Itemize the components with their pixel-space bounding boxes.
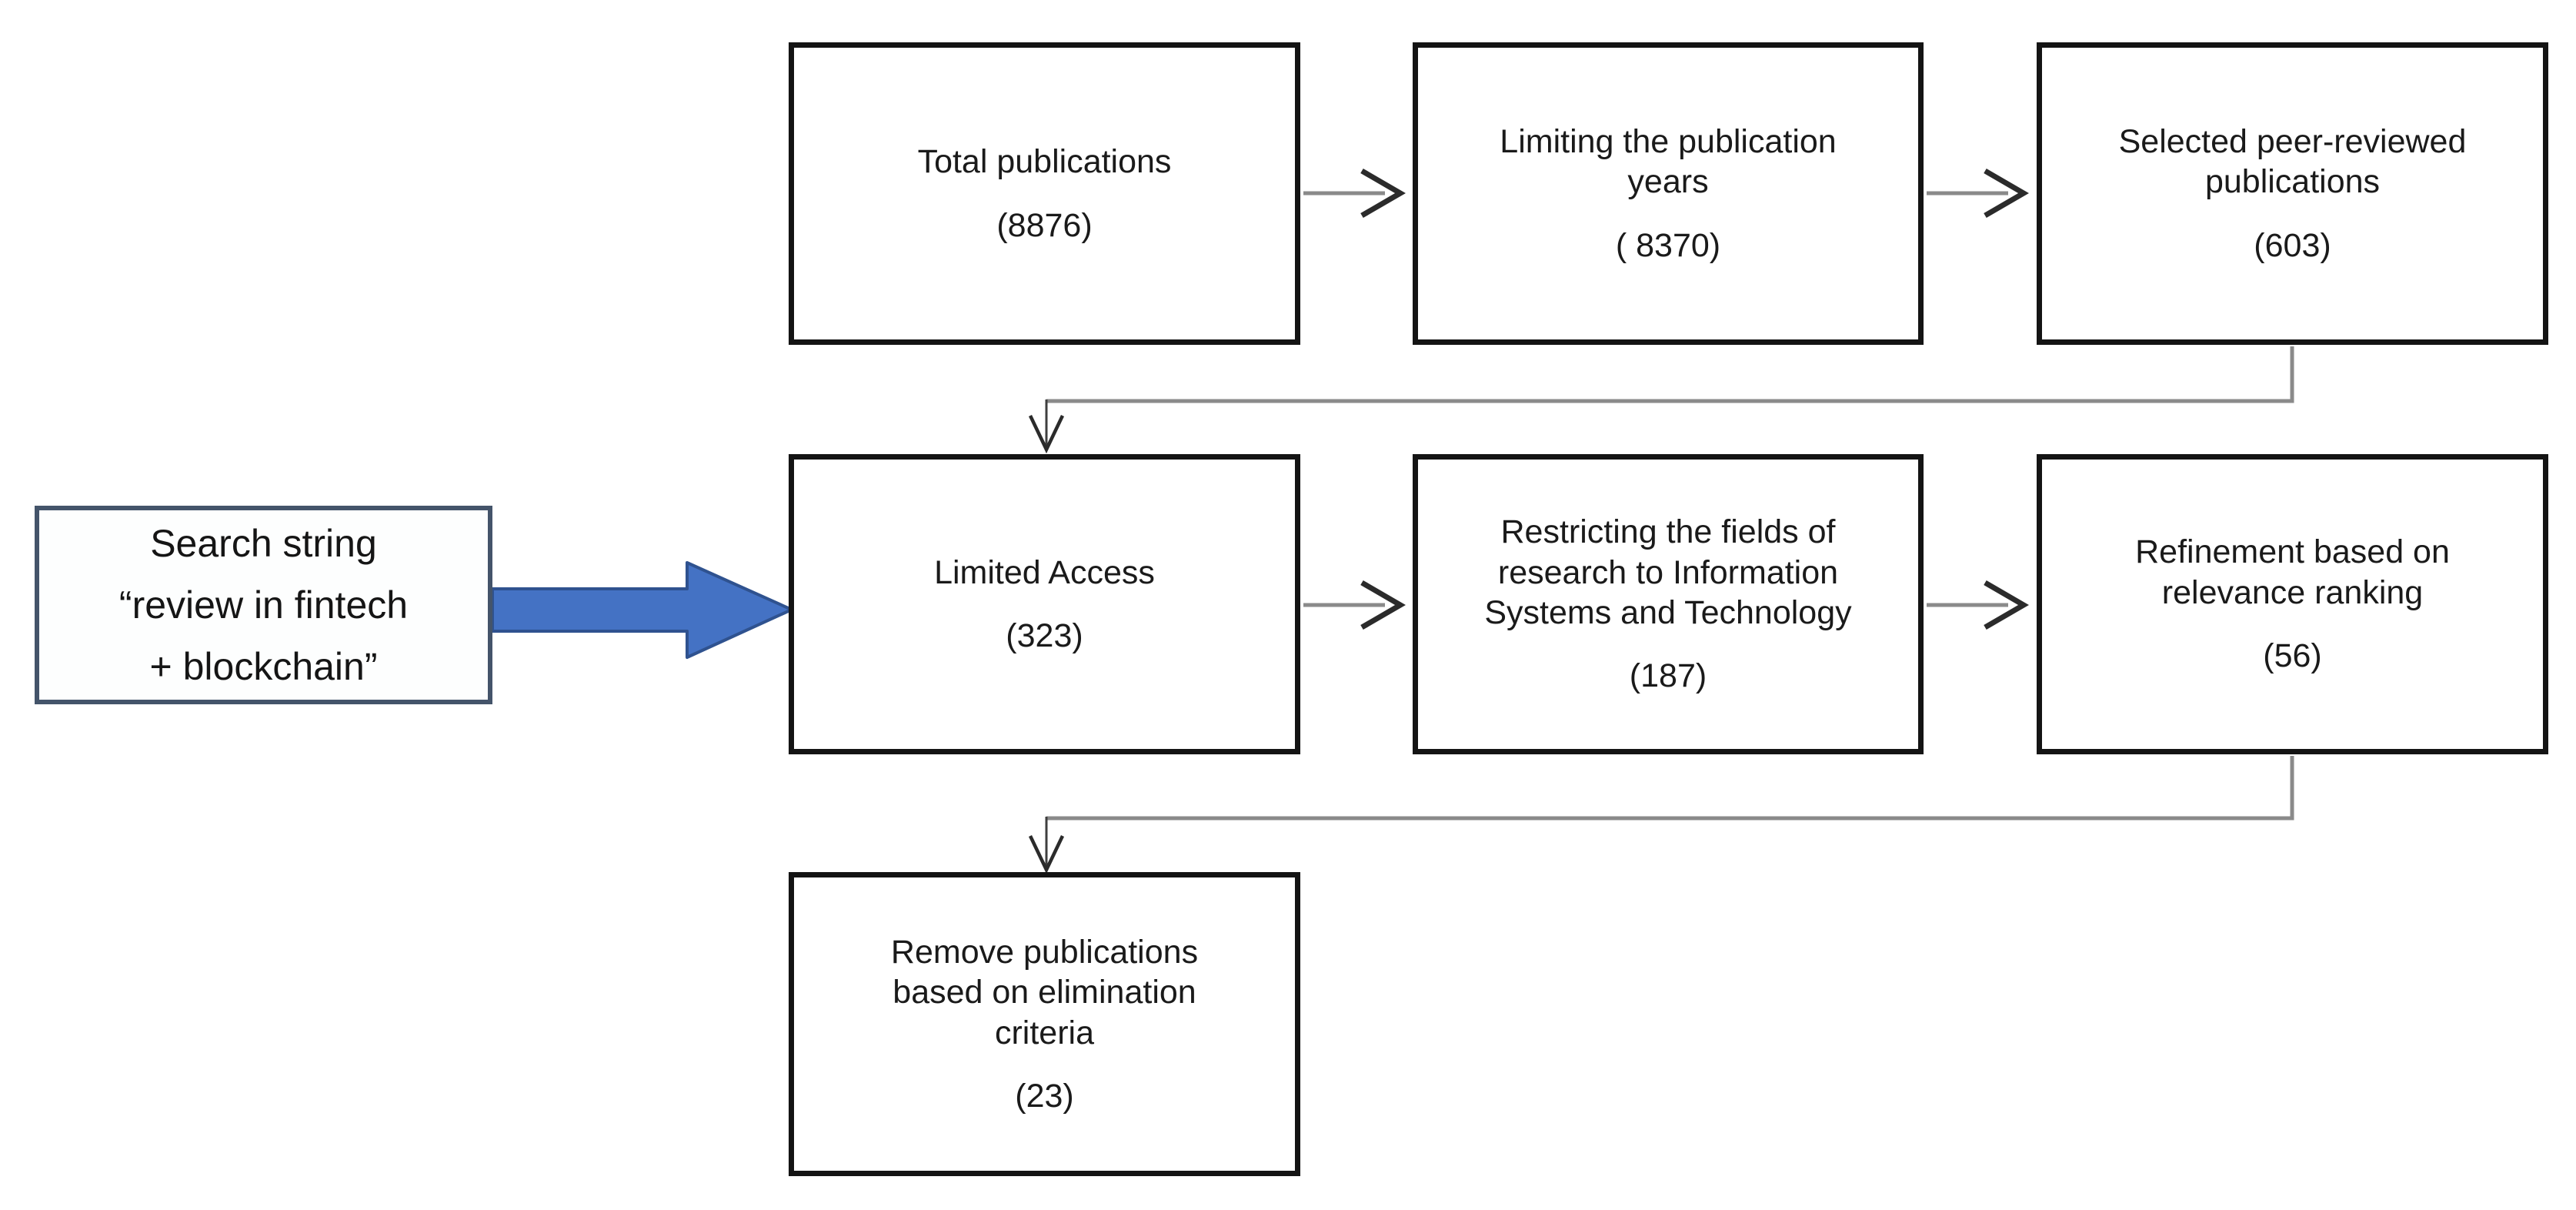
node-count: ( 8370) xyxy=(1615,226,1721,264)
node-label: Limiting the publication years xyxy=(1500,122,1837,201)
node-label: Refinement based on relevance ranking xyxy=(2135,533,2450,611)
node-label: Remove publications based on elimination… xyxy=(890,933,1199,1051)
node-count: (323) xyxy=(1006,617,1083,654)
node-count: (23) xyxy=(1015,1077,1074,1115)
connector-years-to-peer xyxy=(1927,168,2029,219)
node-count: (8876) xyxy=(996,206,1093,244)
connector-refine-to-remove xyxy=(1028,756,2294,874)
node-label: Restricting the fields of research to In… xyxy=(1484,513,1852,631)
node-label: Selected peer-reviewed publications xyxy=(2118,122,2467,201)
search-line: + blockchain” xyxy=(149,645,378,688)
node-count: (187) xyxy=(1629,657,1707,695)
node-total-publications: Total publications (8876) xyxy=(789,42,1300,345)
connector-access-to-fields xyxy=(1303,580,1406,630)
connector-peer-to-access xyxy=(1028,346,2294,454)
node-limiting-publication-years: Limiting the publication years ( 8370) xyxy=(1413,42,1924,345)
connector-total-to-years xyxy=(1303,168,1406,219)
node-limited-access: Limited Access (323) xyxy=(789,454,1300,754)
node-refinement-relevance: Refinement based on relevance ranking (5… xyxy=(2037,454,2548,754)
node-label: Total publications xyxy=(917,143,1172,181)
node-restricting-fields: Restricting the fields of research to In… xyxy=(1413,454,1924,754)
search-line: “review in fintech xyxy=(118,583,409,627)
search-line: Search string xyxy=(150,522,377,565)
node-search-string: Search string “review in fintech + block… xyxy=(35,506,492,704)
node-selected-peer-reviewed: Selected peer-reviewed publications (603… xyxy=(2037,42,2548,345)
node-count: (56) xyxy=(2263,637,2322,675)
connector-fields-to-refine xyxy=(1927,580,2029,630)
node-remove-publications: Remove publications based on elimination… xyxy=(789,872,1300,1176)
block-arrow-right-icon xyxy=(491,561,793,659)
node-label: Limited Access xyxy=(934,553,1155,591)
node-count: (603) xyxy=(2254,226,2331,264)
